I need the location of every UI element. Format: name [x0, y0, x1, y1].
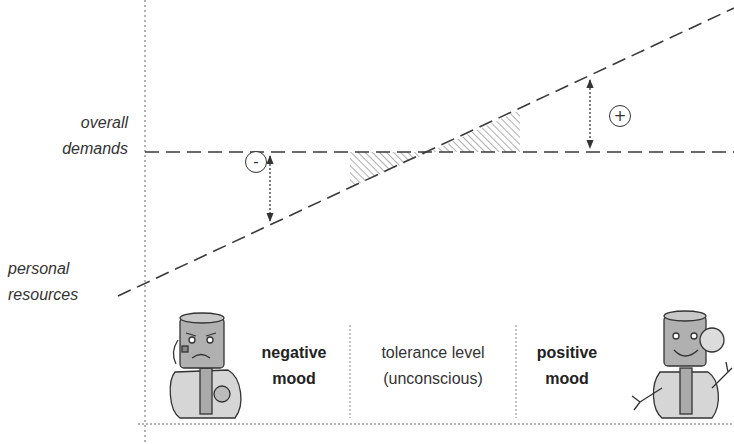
sad-robot: [170, 313, 241, 418]
sign-circle: +: [609, 105, 631, 127]
axis-label: personal resources: [8, 256, 108, 308]
axis-label: overall demands: [40, 110, 128, 162]
sign-text: +: [614, 109, 627, 124]
sign-text: -: [253, 155, 258, 170]
sign-circle: -: [245, 151, 267, 173]
mood-label: negative mood: [244, 340, 344, 392]
zone-label: tolerance level (unconscious): [356, 340, 510, 392]
mood-label: positive mood: [522, 340, 612, 392]
happy-robot: [632, 311, 732, 418]
